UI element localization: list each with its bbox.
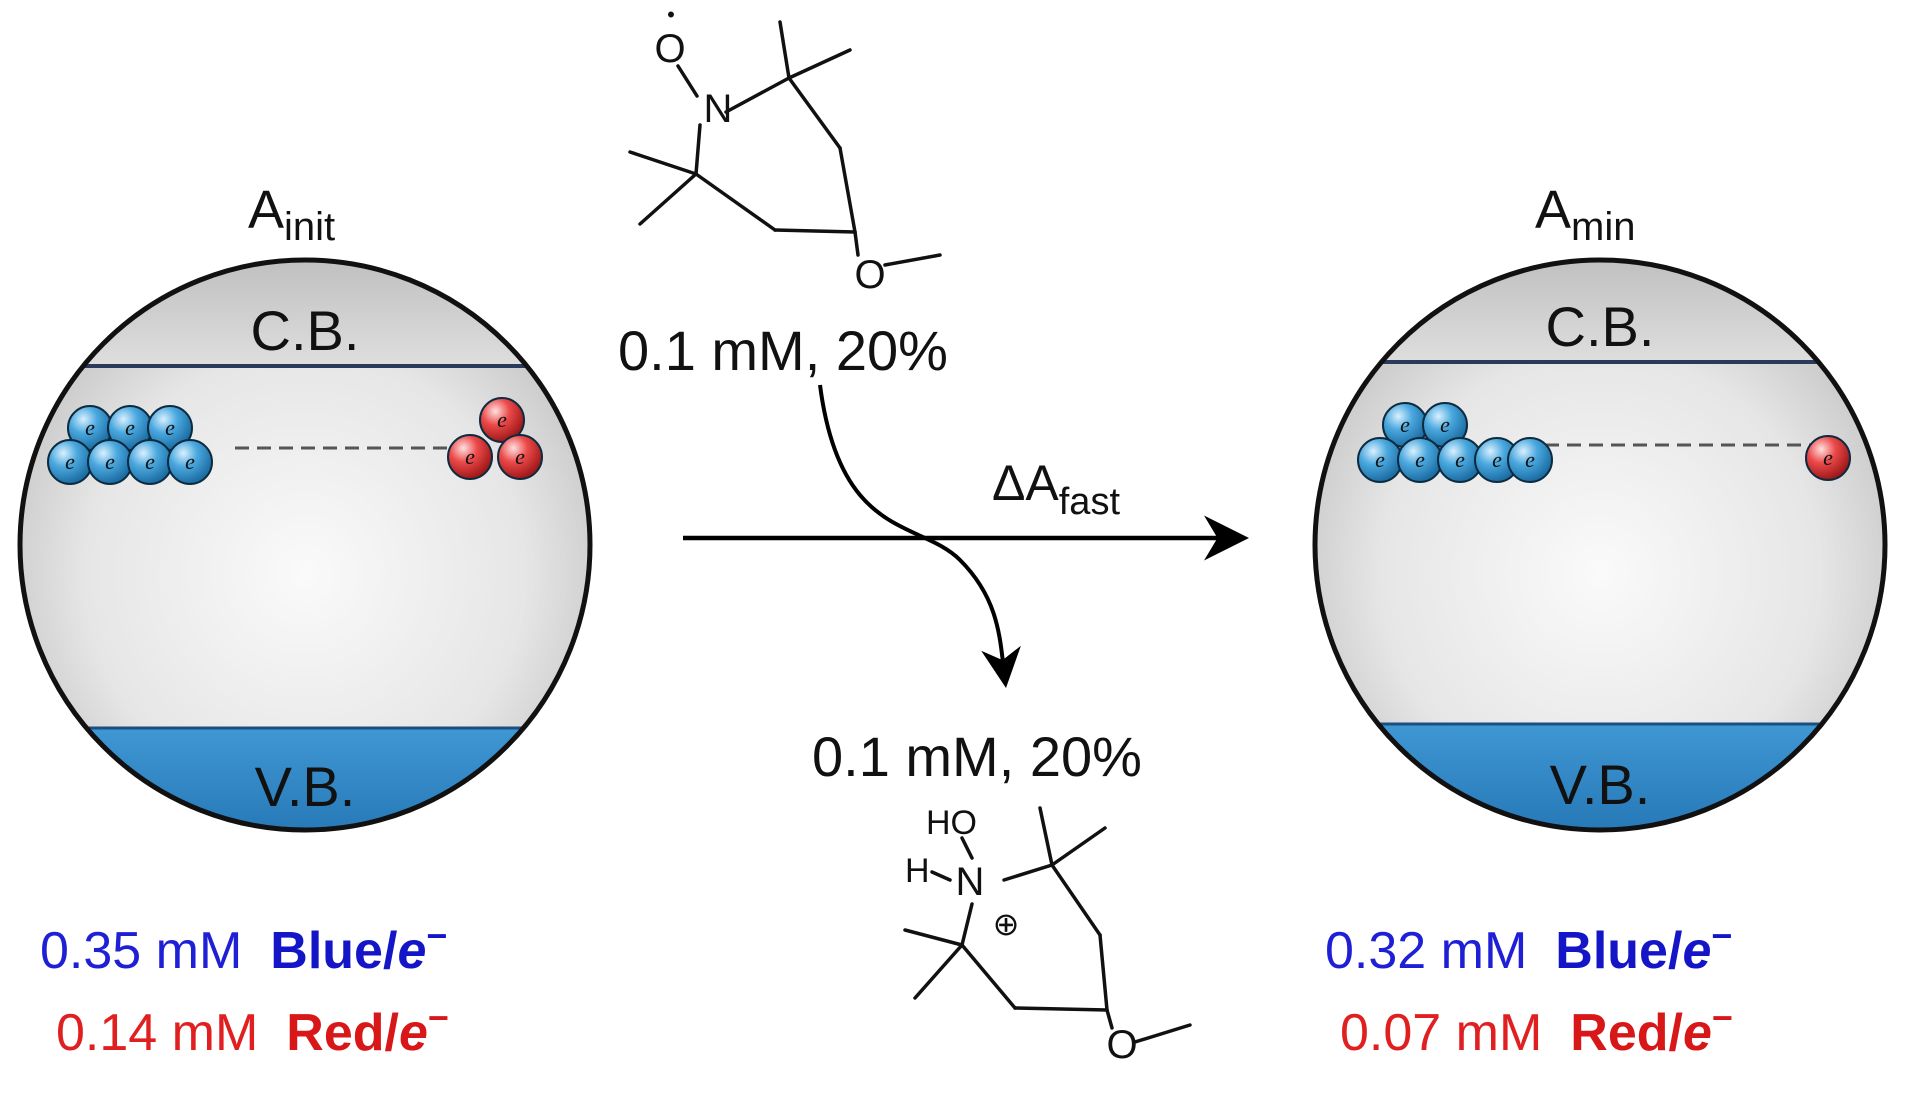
product-charge: ⊕	[993, 905, 1020, 943]
reactant-o-atom: O	[654, 27, 685, 71]
svg-text:e: e	[65, 449, 75, 474]
product-ho-label: HO	[926, 804, 977, 842]
right-vb-label: V.B.	[1550, 753, 1651, 816]
right-red-electron-cluster: e	[1805, 435, 1851, 481]
blue-electron: e	[1507, 437, 1553, 483]
svg-text:e: e	[85, 415, 95, 440]
right-cb-label: C.B.	[1546, 295, 1655, 358]
svg-text:e: e	[1525, 447, 1535, 472]
svg-text:e: e	[1440, 412, 1450, 437]
svg-text:e: e	[125, 415, 135, 440]
red-electron: e	[447, 434, 493, 480]
svg-text:e: e	[1375, 447, 1385, 472]
product-n-atom: N	[956, 860, 985, 904]
reactant-amount: 0.1 mM, 20%	[618, 319, 948, 382]
left-title: Ainit	[248, 180, 335, 249]
reactant-radical-dot: •	[667, 2, 675, 27]
left-cb-label: C.B.	[251, 299, 360, 362]
blue-electron: e	[47, 439, 93, 485]
svg-text:e: e	[497, 407, 507, 432]
blue-electron: e	[107, 405, 153, 451]
blue-electron: e	[1397, 437, 1443, 483]
svg-text:e: e	[465, 444, 475, 469]
blue-electron: e	[147, 405, 193, 451]
blue-electron: e	[1357, 437, 1403, 483]
svg-text:e: e	[515, 444, 525, 469]
blue-electron: e	[167, 439, 213, 485]
left-vb-label: V.B.	[255, 755, 356, 818]
blue-electron: e	[127, 439, 173, 485]
svg-text:e: e	[1823, 445, 1833, 470]
svg-text:e: e	[145, 449, 155, 474]
svg-text:e: e	[1455, 447, 1465, 472]
reactant-n-atom: N	[704, 87, 733, 131]
product-ether-o: O	[1106, 1023, 1137, 1067]
reactant-molecule	[628, 20, 942, 267]
svg-text:e: e	[105, 449, 115, 474]
left-sphere-outline	[17, 257, 593, 833]
curved-side-arrow	[818, 384, 1021, 688]
product-h-label: H	[905, 852, 930, 890]
right-sphere-outline	[1312, 257, 1888, 833]
svg-text:e: e	[1492, 447, 1502, 472]
svg-text:e: e	[165, 415, 175, 440]
svg-text:e: e	[1400, 412, 1410, 437]
red-electron: e	[479, 397, 525, 443]
reaction-label: ΔAfast	[992, 455, 1120, 523]
red-electron: e	[497, 434, 543, 480]
blue-electron: e	[87, 439, 133, 485]
product-molecule	[903, 806, 1192, 1044]
red-electron: e	[1805, 435, 1851, 481]
product-amount: 0.1 mM, 20%	[812, 725, 1142, 788]
svg-text:e: e	[1415, 447, 1425, 472]
right-title: Amin	[1535, 180, 1635, 249]
reactant-ether-o: O	[854, 253, 885, 297]
svg-text:e: e	[185, 449, 195, 474]
